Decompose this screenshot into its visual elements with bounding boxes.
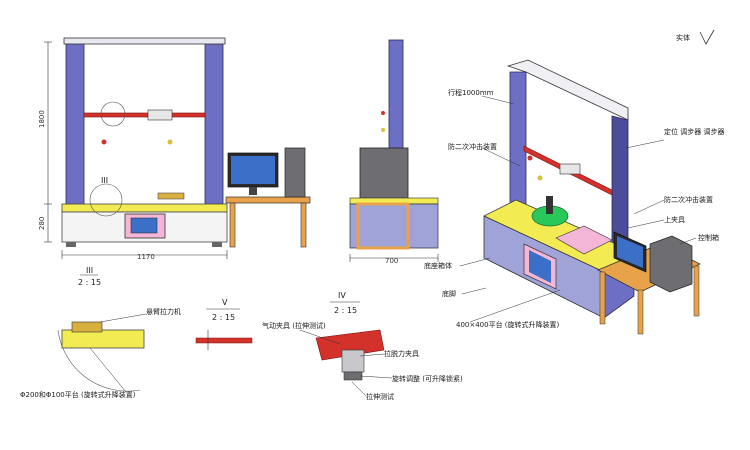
detail4-label: IV — [338, 291, 346, 300]
side-cabinet — [359, 147, 409, 199]
iso-desk-leg-2 — [637, 289, 644, 335]
detail3-arc — [57, 329, 141, 392]
front-control-screen — [130, 217, 158, 234]
base-height-dimension: 280 — [38, 217, 46, 230]
detail4-clamp — [341, 349, 365, 373]
label-clamp-top: 定位 调步器 调步器 — [664, 127, 724, 136]
iso-desk-leg-1 — [599, 271, 606, 325]
iso-panel-screen — [529, 250, 551, 283]
width-dimension: 1170 — [137, 253, 155, 261]
front-detail-circle-lower — [89, 183, 123, 217]
label-pulley: 悬臂拉力机 — [146, 307, 181, 316]
label-tensile-test: 拉伸测试 — [366, 392, 394, 401]
front-top-beam — [63, 37, 226, 45]
desk-leg-right — [300, 202, 307, 248]
detail4-beam — [315, 329, 385, 361]
monitor-screen — [231, 156, 275, 184]
iso-monitor-screen — [617, 236, 643, 268]
label-fixture-right: 防二次冲击装置 — [664, 195, 713, 204]
detail-marker-iii: III — [101, 176, 108, 185]
iso-top-beam — [506, 59, 629, 121]
corner-mark-label: 实体 — [676, 33, 690, 42]
iso-fixture-post — [546, 196, 553, 214]
detail-iv: IV 2 : 15 气动夹具 (拉伸测试) 拉脱力夹具 旋转调整 (可升降锁紧)… — [262, 291, 463, 401]
corner-mark-symbol — [699, 29, 715, 45]
label-drop-platform: Φ200和Φ100平台 (旋转式升降装置) — [20, 390, 136, 399]
iso-pink-plate — [555, 225, 613, 255]
label-upper-fixture: 上夹具 — [664, 215, 685, 224]
desk-top — [225, 196, 311, 204]
side-base-body — [349, 203, 439, 249]
front-crossbeam — [83, 112, 206, 118]
iso-clamp — [559, 163, 581, 175]
pc-tower — [284, 147, 306, 198]
detail5-bar — [195, 337, 253, 344]
front-foot-left — [66, 242, 76, 247]
label-force-sensor: 气动夹具 (拉伸测试) — [262, 321, 326, 330]
front-computer-desk — [225, 147, 311, 248]
detail5-label: V — [222, 298, 228, 307]
iso-left-column — [509, 71, 527, 221]
detail5-scale: 2 : 15 — [212, 313, 235, 322]
depth-dimension: 700 — [385, 257, 398, 265]
isometric-view — [459, 59, 701, 335]
iso-pc-tower — [649, 235, 693, 293]
label-travel: 行程1000mm — [448, 88, 494, 97]
detail3-scale: 2 : 15 — [78, 278, 101, 287]
iso-right-column — [611, 115, 629, 245]
label-base-box: 底座箱体 — [424, 261, 452, 270]
front-left-column — [65, 41, 85, 207]
detail3-fixture — [71, 321, 103, 333]
desk-leg-left — [229, 202, 236, 248]
label-foot: 底脚 — [442, 289, 456, 298]
detail3-platform — [61, 329, 145, 349]
yellow-ball — [167, 139, 173, 145]
label-rotate-lock: 旋转调整 (可升降锁紧) — [392, 374, 463, 383]
height-dimension: 1800 — [38, 110, 46, 128]
label-lift-fixture: 拉脱力夹具 — [384, 349, 419, 358]
detail4-scale: 2 : 15 — [334, 306, 357, 315]
front-view: III 1800 280 1170 III 2 : 15 — [38, 37, 228, 287]
front-clamp — [147, 109, 173, 121]
label-fixture-left: 防二次冲击装置 — [448, 142, 497, 151]
front-fixture — [157, 192, 185, 200]
monitor-stand — [249, 187, 257, 195]
side-view: 700 — [349, 39, 439, 265]
label-platform: 400×400平台 (旋转式升降装置) — [456, 320, 560, 329]
front-foot-right — [212, 242, 222, 247]
detail3-label: III — [86, 266, 93, 275]
red-ball — [101, 139, 107, 145]
detail-v: V 2 : 15 — [195, 298, 253, 350]
iso-desk-leg-3 — [693, 265, 700, 317]
detail-iii: Φ200和Φ100平台 (旋转式升降装置) 悬臂拉力机 — [20, 307, 181, 399]
label-control-box: 控制箱 — [698, 233, 719, 242]
detail4-sensor — [343, 371, 363, 381]
front-base-top — [61, 203, 228, 213]
front-right-column — [204, 41, 224, 207]
side-desk-frame — [356, 202, 410, 250]
front-detail-circle — [100, 101, 126, 127]
